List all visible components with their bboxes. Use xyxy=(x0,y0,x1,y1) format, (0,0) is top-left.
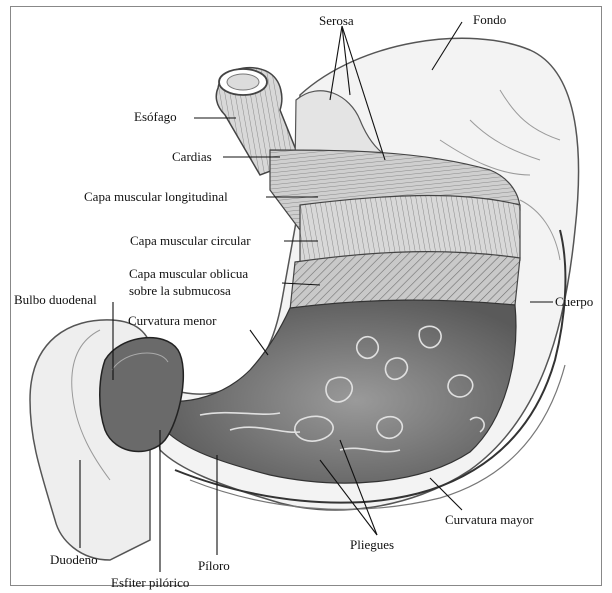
label-duodeno: Duodeno xyxy=(50,552,98,567)
label-pliegues: Pliegues xyxy=(350,537,394,552)
label-fondo: Fondo xyxy=(473,12,506,27)
label-esofago: Esófago xyxy=(134,109,177,124)
label-bulbo-duodenal: Bulbo duodenal xyxy=(14,292,97,307)
label-capa-circular: Capa muscular circular xyxy=(130,233,251,248)
label-curvatura-mayor: Curvatura mayor xyxy=(445,512,534,527)
label-capa-longitudinal: Capa muscular longitudinal xyxy=(84,189,228,204)
label-serosa: Serosa xyxy=(319,13,354,28)
label-piloro: Píloro xyxy=(198,558,230,573)
label-curvatura-menor: Curvatura menor xyxy=(128,313,217,328)
label-capa-oblicua-2: sobre la submucosa xyxy=(129,283,231,298)
label-esfinter-pilorico: Esfiter pilórico xyxy=(111,575,189,590)
label-cardias: Cardias xyxy=(172,149,212,164)
label-cuerpo: Cuerpo xyxy=(555,294,593,309)
label-capa-oblicua-1: Capa muscular oblicua xyxy=(129,266,248,281)
